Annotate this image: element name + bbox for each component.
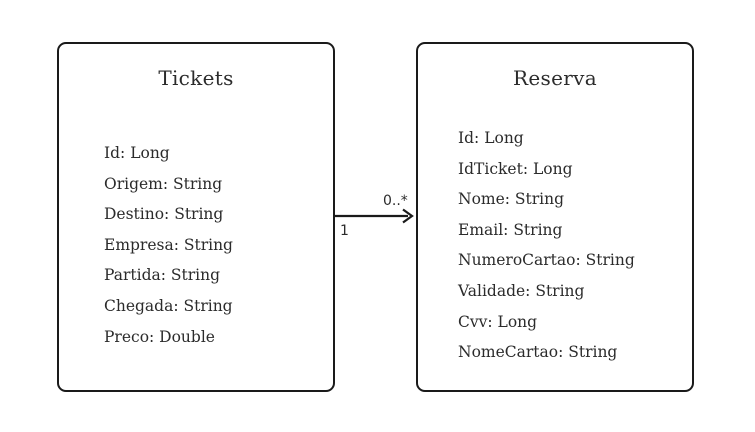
reserva-attribute-validade: Validade: String xyxy=(458,281,585,300)
reserva-attribute-cvv: Cvv: Long xyxy=(458,312,538,331)
arrowhead-icon xyxy=(402,208,414,224)
reserva-class-title: Reserva xyxy=(513,66,597,90)
reserva-attribute-idticket: IdTicket: Long xyxy=(458,159,573,178)
reserva-attribute-email: Email: String xyxy=(458,220,563,239)
tickets-attribute-empresa: Empresa: String xyxy=(104,235,233,254)
reserva-class-box: Reserva Id: Long IdTicket: Long Nome: St… xyxy=(416,42,694,392)
tickets-attribute-partida: Partida: String xyxy=(104,266,221,285)
tickets-class-box: Tickets Id: Long Origem: String Destino:… xyxy=(57,42,335,392)
tickets-attribute-chegada: Chegada: String xyxy=(104,296,233,315)
target-multiplicity-label: 0..* xyxy=(383,193,408,209)
tickets-attribute-destino: Destino: String xyxy=(104,205,224,224)
tickets-attribute-preco: Preco: Double xyxy=(104,327,215,346)
source-multiplicity-label: 1 xyxy=(340,223,349,239)
reserva-attribute-nomecartao: NomeCartao: String xyxy=(458,343,618,362)
tickets-attribute-origem: Origem: String xyxy=(104,174,223,193)
reserva-attribute-numerocartao: NumeroCartao: String xyxy=(458,251,635,270)
reserva-attribute-nome: Nome: String xyxy=(458,190,565,209)
reserva-attribute-list: Id: Long IdTicket: Long Nome: String Ema… xyxy=(458,123,635,368)
tickets-attribute-id: Id: Long xyxy=(104,144,170,162)
tickets-class-title: Tickets xyxy=(158,66,234,90)
tickets-attribute-list: Id: Long Origem: String Destino: String … xyxy=(104,138,233,352)
reserva-attribute-id: Id: Long xyxy=(458,129,524,147)
